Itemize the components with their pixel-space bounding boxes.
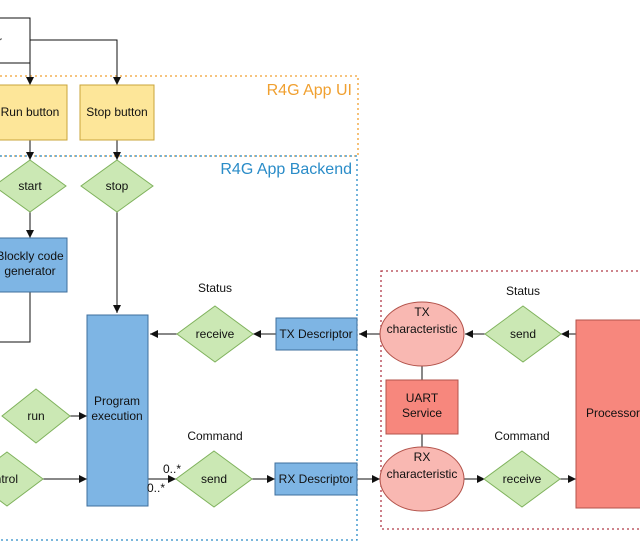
backend-region-title: R4G App Backend bbox=[220, 161, 352, 178]
stop-decision: stop bbox=[80, 159, 154, 213]
tx-characteristic: TX characteristic bbox=[379, 301, 465, 367]
status-label-left: Status bbox=[198, 281, 232, 295]
tx-descriptor-label: TX Descriptor bbox=[279, 327, 352, 341]
ui-region bbox=[0, 75, 359, 157]
run-button-label: Run button bbox=[1, 105, 60, 119]
tx-char-line1: TX bbox=[414, 305, 429, 319]
command-label-left: Command bbox=[187, 429, 242, 443]
send-left-label: send bbox=[201, 472, 227, 486]
tx-char-line2: characteristic bbox=[387, 322, 458, 336]
start-label: start bbox=[18, 179, 42, 193]
ui-region-title: R4G App UI bbox=[267, 82, 352, 99]
connectors bbox=[0, 39, 576, 483]
multiplicity-bottom: 0..* bbox=[147, 481, 165, 495]
tx-descriptor: TX Descriptor bbox=[275, 317, 358, 351]
program-execution: Program execution bbox=[86, 314, 149, 507]
rx-char-line2: characteristic bbox=[387, 467, 458, 481]
device-region bbox=[380, 270, 640, 530]
control-decision: ontrol bbox=[0, 451, 44, 507]
uart-line1: UART bbox=[406, 391, 439, 405]
run-button: Run button bbox=[0, 84, 68, 141]
send-decision-left: send bbox=[175, 450, 253, 508]
send-right-label: send bbox=[510, 327, 536, 341]
multiplicity-top: 0..* bbox=[163, 462, 181, 476]
receive-left-label: receive bbox=[196, 327, 235, 341]
rx-descriptor-label: RX Descriptor bbox=[279, 472, 354, 486]
processor: Processor bbox=[575, 319, 640, 509]
blockly-label-line2: generator bbox=[4, 264, 55, 278]
run-label: run bbox=[27, 409, 44, 423]
stop-label: stop bbox=[106, 179, 129, 193]
send-decision-right: send bbox=[484, 305, 562, 363]
stop-button-label: Stop button bbox=[86, 105, 147, 119]
run-decision: run bbox=[1, 388, 71, 444]
top-node: r bbox=[0, 17, 31, 64]
program-label-line2: execution bbox=[91, 409, 142, 423]
blockly-label-line1: Blockly code bbox=[0, 249, 64, 263]
receive-right-label: receive bbox=[503, 472, 542, 486]
uart-service: UART Service bbox=[385, 379, 459, 435]
blockly-code-generator: Blockly code generator bbox=[0, 237, 68, 293]
start-decision: start bbox=[0, 159, 67, 213]
stop-button: Stop button bbox=[79, 84, 155, 141]
receive-decision-right: receive bbox=[483, 450, 561, 508]
command-label-right: Command bbox=[494, 429, 549, 443]
processor-label: Processor bbox=[586, 406, 640, 420]
uart-line2: Service bbox=[402, 406, 442, 420]
rx-char-line1: RX bbox=[414, 450, 431, 464]
rx-characteristic: RX characteristic bbox=[379, 446, 465, 512]
control-label: ontrol bbox=[0, 472, 18, 486]
rx-descriptor: RX Descriptor bbox=[274, 462, 358, 496]
receive-decision-left: receive bbox=[176, 305, 254, 363]
program-label-line1: Program bbox=[94, 394, 140, 408]
top-node-label: r bbox=[0, 34, 2, 48]
status-label-right: Status bbox=[506, 284, 540, 298]
backend-region bbox=[0, 155, 358, 541]
